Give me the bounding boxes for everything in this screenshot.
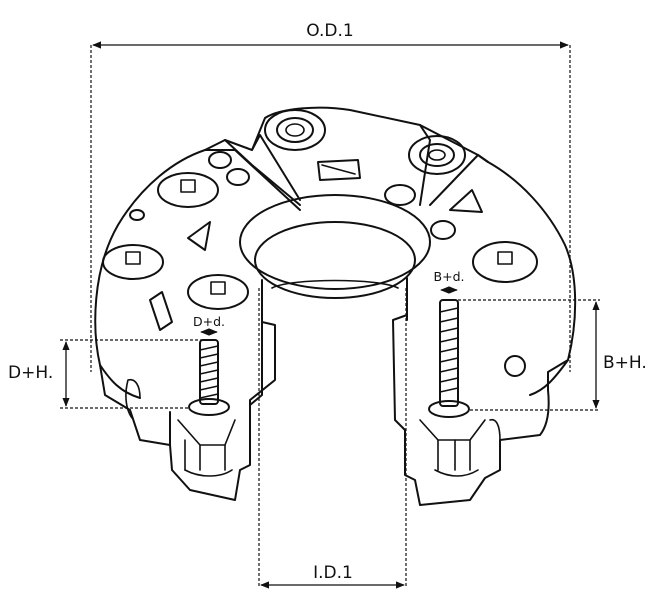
dimension-inner-diameter: I.D.1: [258, 288, 407, 589]
right-plate-features: [384, 184, 538, 377]
left-height-label: D+H.: [8, 363, 53, 383]
dimension-right-diameter: B+d.: [434, 269, 465, 294]
dimension-outer-diameter: O.D.1: [90, 21, 571, 372]
left-plate-features: [102, 151, 250, 331]
dimension-right-height: B+H.: [458, 299, 647, 411]
dimension-left-height: D+H.: [8, 339, 202, 409]
left-screw: [188, 339, 230, 416]
left-diameter-label: D+d.: [193, 314, 225, 329]
right-height-label: B+H.: [603, 353, 647, 373]
top-terminals: [264, 109, 466, 181]
outer-diameter-label: O.D.1: [306, 21, 353, 41]
dimension-left-diameter: D+d.: [193, 314, 225, 336]
right-screw: [428, 299, 470, 418]
right-diameter-label: B+d.: [434, 269, 465, 284]
inner-diameter-label: I.D.1: [313, 563, 353, 583]
rectifier-body: [94, 106, 577, 506]
